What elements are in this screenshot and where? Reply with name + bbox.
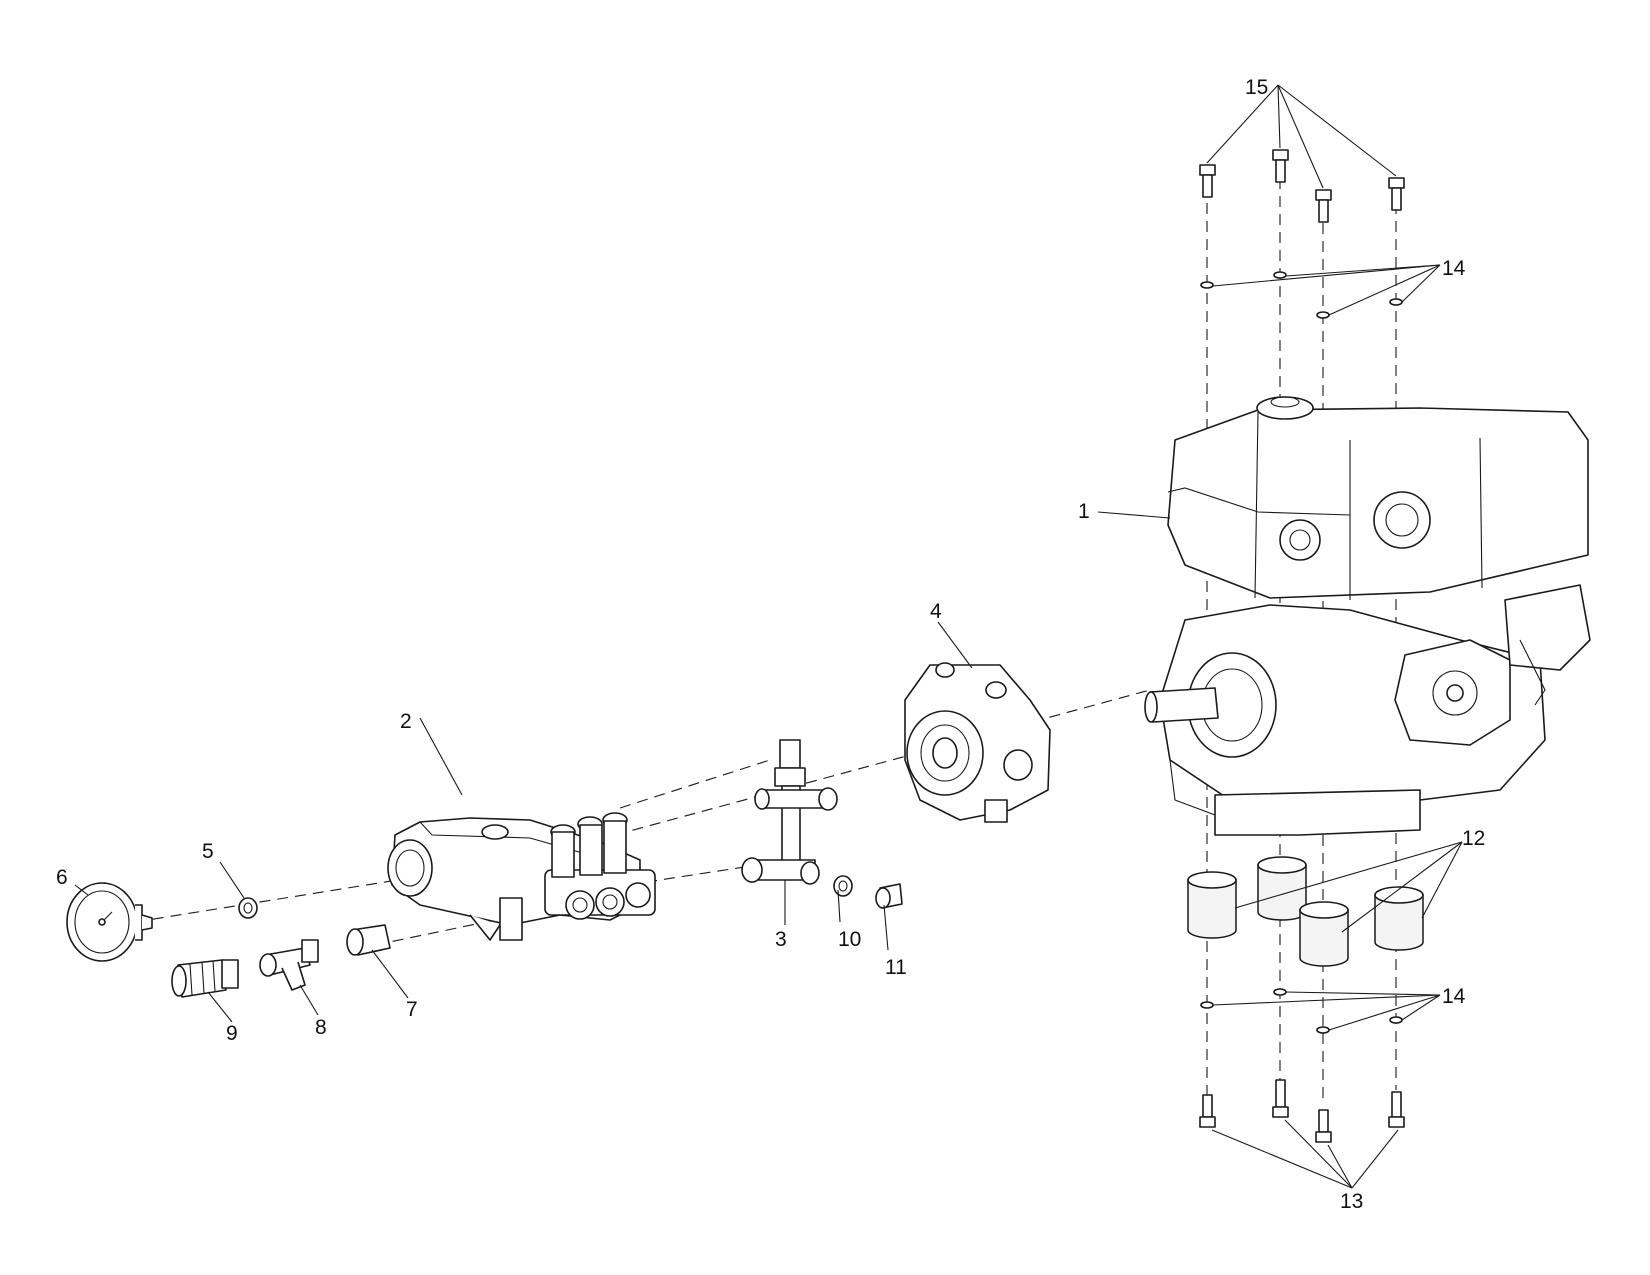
part-upper-bolts <box>1199 149 1405 223</box>
callout-7: 7 <box>406 998 418 1021</box>
part-inlet-fitting <box>346 924 391 956</box>
callout-15: 15 <box>1245 76 1268 99</box>
leader-lines <box>74 84 1463 1189</box>
callout-4: 4 <box>930 600 942 623</box>
part-outlet-fitting <box>875 883 903 909</box>
part-engine <box>1144 396 1591 836</box>
callout-13: 13 <box>1340 1190 1363 1213</box>
part-pressure-gauge <box>66 882 153 962</box>
part-lower-bolts <box>1199 1079 1405 1143</box>
part-hose-barb <box>171 959 239 998</box>
callout-5: 5 <box>202 840 214 863</box>
callout-3: 3 <box>775 928 787 951</box>
callout-9: 9 <box>226 1022 238 1045</box>
callout-8: 8 <box>315 1016 327 1039</box>
part-plug <box>238 897 258 919</box>
part-pump-adapter <box>904 662 1051 823</box>
part-pump <box>387 812 656 941</box>
callout-labels: 1 2 3 4 5 6 7 8 9 10 11 12 13 14 14 15 <box>56 76 1485 1213</box>
part-strainer <box>259 939 319 991</box>
callout-12: 12 <box>1462 827 1485 850</box>
callout-6: 6 <box>56 866 68 889</box>
callout-10: 10 <box>838 928 861 951</box>
part-unloader-valve <box>741 739 838 885</box>
callout-2: 2 <box>400 710 412 733</box>
callout-14-bottom: 14 <box>1442 985 1466 1008</box>
part-rubber-mounts <box>1187 856 1424 967</box>
part-nut <box>833 875 853 897</box>
callout-11: 11 <box>885 956 907 979</box>
callout-14-top: 14 <box>1442 257 1466 280</box>
callout-1: 1 <box>1078 500 1090 523</box>
